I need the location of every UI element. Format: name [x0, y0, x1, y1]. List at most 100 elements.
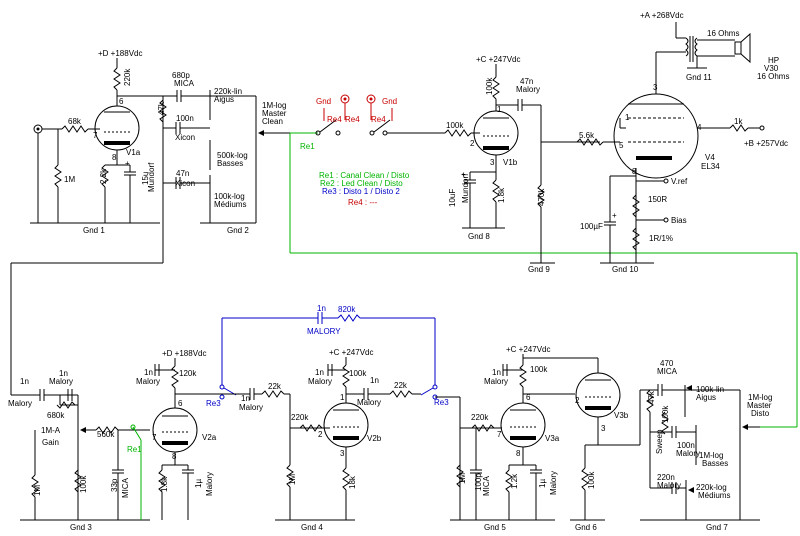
svg-text:1: 1	[497, 105, 502, 114]
svg-text:Mundorf: Mundorf	[461, 173, 470, 203]
svg-text:7: 7	[152, 433, 157, 442]
svg-text:Malory: Malory	[205, 472, 214, 496]
svg-text:10uF: 10uF	[448, 189, 457, 207]
supply-d-label: +D +188Vdc	[98, 49, 142, 58]
svg-text:100n: 100n	[176, 114, 194, 123]
svg-text:1k: 1k	[734, 117, 743, 126]
svg-text:2: 2	[470, 139, 475, 148]
disto-tonestack: 470 MICA 47k 100k-lin Aigus Sweep 100k 1…	[639, 359, 772, 532]
svg-text:2: 2	[575, 396, 580, 405]
svg-text:Gnd 2: Gnd 2	[227, 226, 249, 235]
svg-text:Gain: Gain	[42, 438, 59, 447]
svg-text:1M-A: 1M-A	[41, 426, 61, 435]
svg-text:220k-log: 220k-log	[696, 483, 727, 492]
svg-text:22k: 22k	[394, 381, 408, 390]
svg-text:Aigus: Aigus	[696, 393, 716, 402]
svg-text:7: 7	[93, 131, 98, 140]
svg-text:1n: 1n	[59, 369, 68, 378]
svg-text:22k: 22k	[268, 382, 282, 391]
svg-text:1M: 1M	[33, 485, 42, 496]
svg-text:Gnd 11: Gnd 11	[686, 73, 712, 82]
svg-text:100k: 100k	[587, 471, 596, 489]
relay-block: Re1 Re4 Gnd Re4 Gnd Re4 Re1 : Canal Clea…	[289, 94, 798, 428]
tube-v4	[613, 93, 699, 179]
svg-text:Re3: Re3	[434, 398, 449, 407]
svg-text:3: 3	[490, 158, 495, 167]
svg-text:100k: 100k	[349, 369, 367, 378]
stage-v4: 5.6k V4 EL34 3 1 4 5 8 +A +268Vdc 16 Ohm…	[576, 11, 789, 274]
svg-text:1n: 1n	[241, 394, 250, 403]
svg-text:1M: 1M	[288, 474, 297, 485]
svg-text:1n: 1n	[20, 377, 29, 386]
svg-text:8: 8	[632, 167, 637, 176]
svg-text:1µ: 1µ	[538, 479, 547, 488]
svg-text:47n: 47n	[520, 77, 533, 86]
svg-text:Basses: Basses	[217, 159, 243, 168]
svg-text:Gnd 3: Gnd 3	[70, 523, 92, 532]
svg-text:100k: 100k	[661, 405, 670, 423]
svg-text:Gnd 10: Gnd 10	[612, 265, 639, 274]
svg-text:+C +247Vdc: +C +247Vdc	[329, 348, 373, 357]
svg-text:Malory: Malory	[657, 481, 681, 490]
svg-text:V2a: V2a	[202, 433, 217, 442]
speaker-icon	[734, 41, 742, 55]
svg-text:Disto: Disto	[751, 409, 770, 418]
svg-text:220k: 220k	[291, 413, 309, 422]
svg-text:1µ: 1µ	[194, 479, 203, 488]
legend-re4: Re4 : ---	[348, 198, 378, 207]
svg-text:220k: 220k	[471, 413, 489, 422]
svg-text:Gnd 5: Gnd 5	[484, 523, 506, 532]
svg-text:V3b: V3b	[614, 411, 629, 420]
svg-text:Xicon: Xicon	[175, 133, 195, 142]
svg-text:Gnd 8: Gnd 8	[468, 232, 490, 241]
svg-text:Malory: Malory	[308, 377, 332, 386]
svg-text:16 Ohms: 16 Ohms	[707, 29, 739, 38]
svg-text:1.2k: 1.2k	[510, 473, 519, 489]
svg-text:1R/1%: 1R/1%	[649, 234, 673, 243]
svg-text:8: 8	[516, 449, 521, 458]
svg-text:2.2k: 2.2k	[99, 168, 108, 184]
svg-text:+: +	[125, 159, 130, 168]
svg-text:470: 470	[660, 359, 674, 368]
stage-v2b: 220k 1M Gnd 4 V2b 1 2 3 +C +247Vdc 100k …	[275, 348, 421, 532]
svg-text:Sweep: Sweep	[655, 429, 664, 454]
svg-text:MICA: MICA	[657, 367, 678, 376]
legend-re3: Re3 : Disto 1 / Disto 2	[322, 187, 400, 196]
svg-text:500k-log: 500k-log	[217, 151, 248, 160]
svg-text:5: 5	[619, 141, 624, 150]
svg-text:Clean: Clean	[262, 117, 283, 126]
svg-text:47k: 47k	[157, 101, 166, 115]
svg-text:V30: V30	[764, 64, 779, 73]
svg-text:Master: Master	[262, 109, 287, 118]
tube-v1a-label: V1a	[126, 148, 141, 157]
stage-v3b: V3b 2 3 100k Gnd 6	[570, 358, 640, 532]
svg-text:V2b: V2b	[367, 434, 382, 443]
svg-text:Gnd: Gnd	[382, 97, 397, 106]
stage-v3a: 220k 1M 100p MICA Gnd 5 V3a 6 7 8 +C +24…	[435, 345, 598, 532]
tube-v2a	[152, 407, 198, 453]
svg-text:150R: 150R	[648, 195, 667, 204]
svg-text:Gnd 4: Gnd 4	[301, 523, 323, 532]
svg-text:Basses: Basses	[702, 459, 728, 468]
svg-text:+: +	[461, 170, 466, 179]
svg-text:+C +247Vdc: +C +247Vdc	[476, 55, 520, 64]
svg-text:Malory: Malory	[136, 377, 160, 386]
svg-text:1n: 1n	[317, 304, 326, 313]
svg-text:100µF: 100µF	[580, 222, 603, 231]
svg-text:560k: 560k	[97, 430, 115, 439]
stage-v1a: 68k 1M Gnd 1 V1a 6 7 8 +D +188Vdc 220k 2…	[30, 49, 290, 263]
svg-text:820k: 820k	[338, 305, 356, 314]
svg-text:220n: 220n	[657, 473, 675, 482]
feedback-loop: 1n 820k MALORY Re3 Re3	[206, 304, 449, 408]
svg-text:1n: 1n	[370, 376, 379, 385]
svg-text:Bias: Bias	[671, 216, 687, 225]
legend-re2: Re2 : Led Clean / Disto	[320, 179, 403, 188]
svg-text:Médiums: Médiums	[214, 200, 246, 209]
svg-text:+C +247Vdc: +C +247Vdc	[506, 345, 550, 354]
svg-text:1: 1	[340, 393, 345, 402]
svg-text:220k: 220k	[123, 68, 132, 86]
svg-text:1M: 1M	[458, 473, 467, 484]
svg-text:Malory: Malory	[516, 85, 540, 94]
